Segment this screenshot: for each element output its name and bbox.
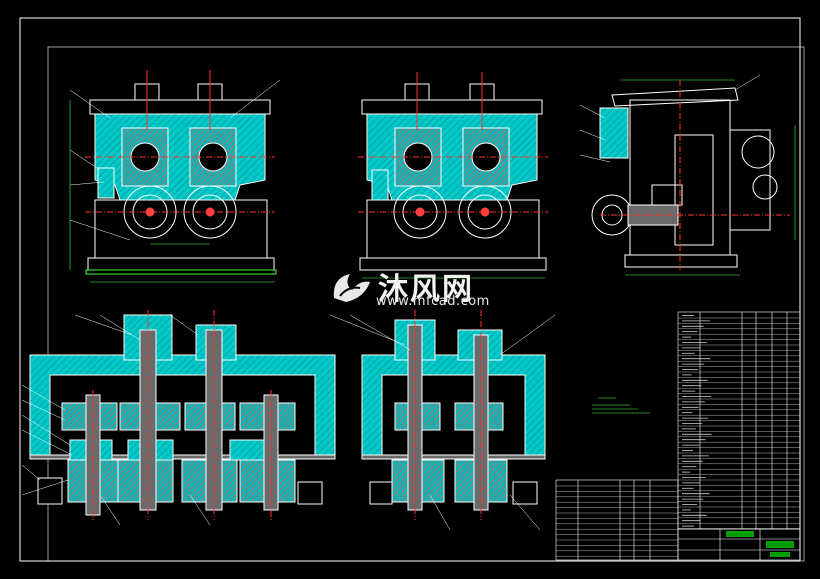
title-block [677, 528, 801, 561]
side-view [579, 74, 796, 276]
section-view-middle [329, 310, 556, 531]
parts-list-rows [678, 317, 800, 529]
watermark-url-text: www.mfcad.com [376, 294, 490, 309]
front-view-middle [358, 72, 548, 279]
mfcad-logo-icon [333, 274, 370, 302]
front-view-left [69, 70, 281, 283]
technical-notes [592, 397, 650, 414]
lower-table-rows [556, 485, 678, 557]
inner-frame [47, 46, 805, 562]
watermark-brand-text: 沐风网 [378, 272, 474, 307]
section-view-left [21, 310, 336, 526]
lower-parts-table [555, 479, 679, 561]
parts-list-text-marks [682, 315, 712, 527]
watermark: 沐风网 www.mfcad.com [330, 262, 500, 312]
